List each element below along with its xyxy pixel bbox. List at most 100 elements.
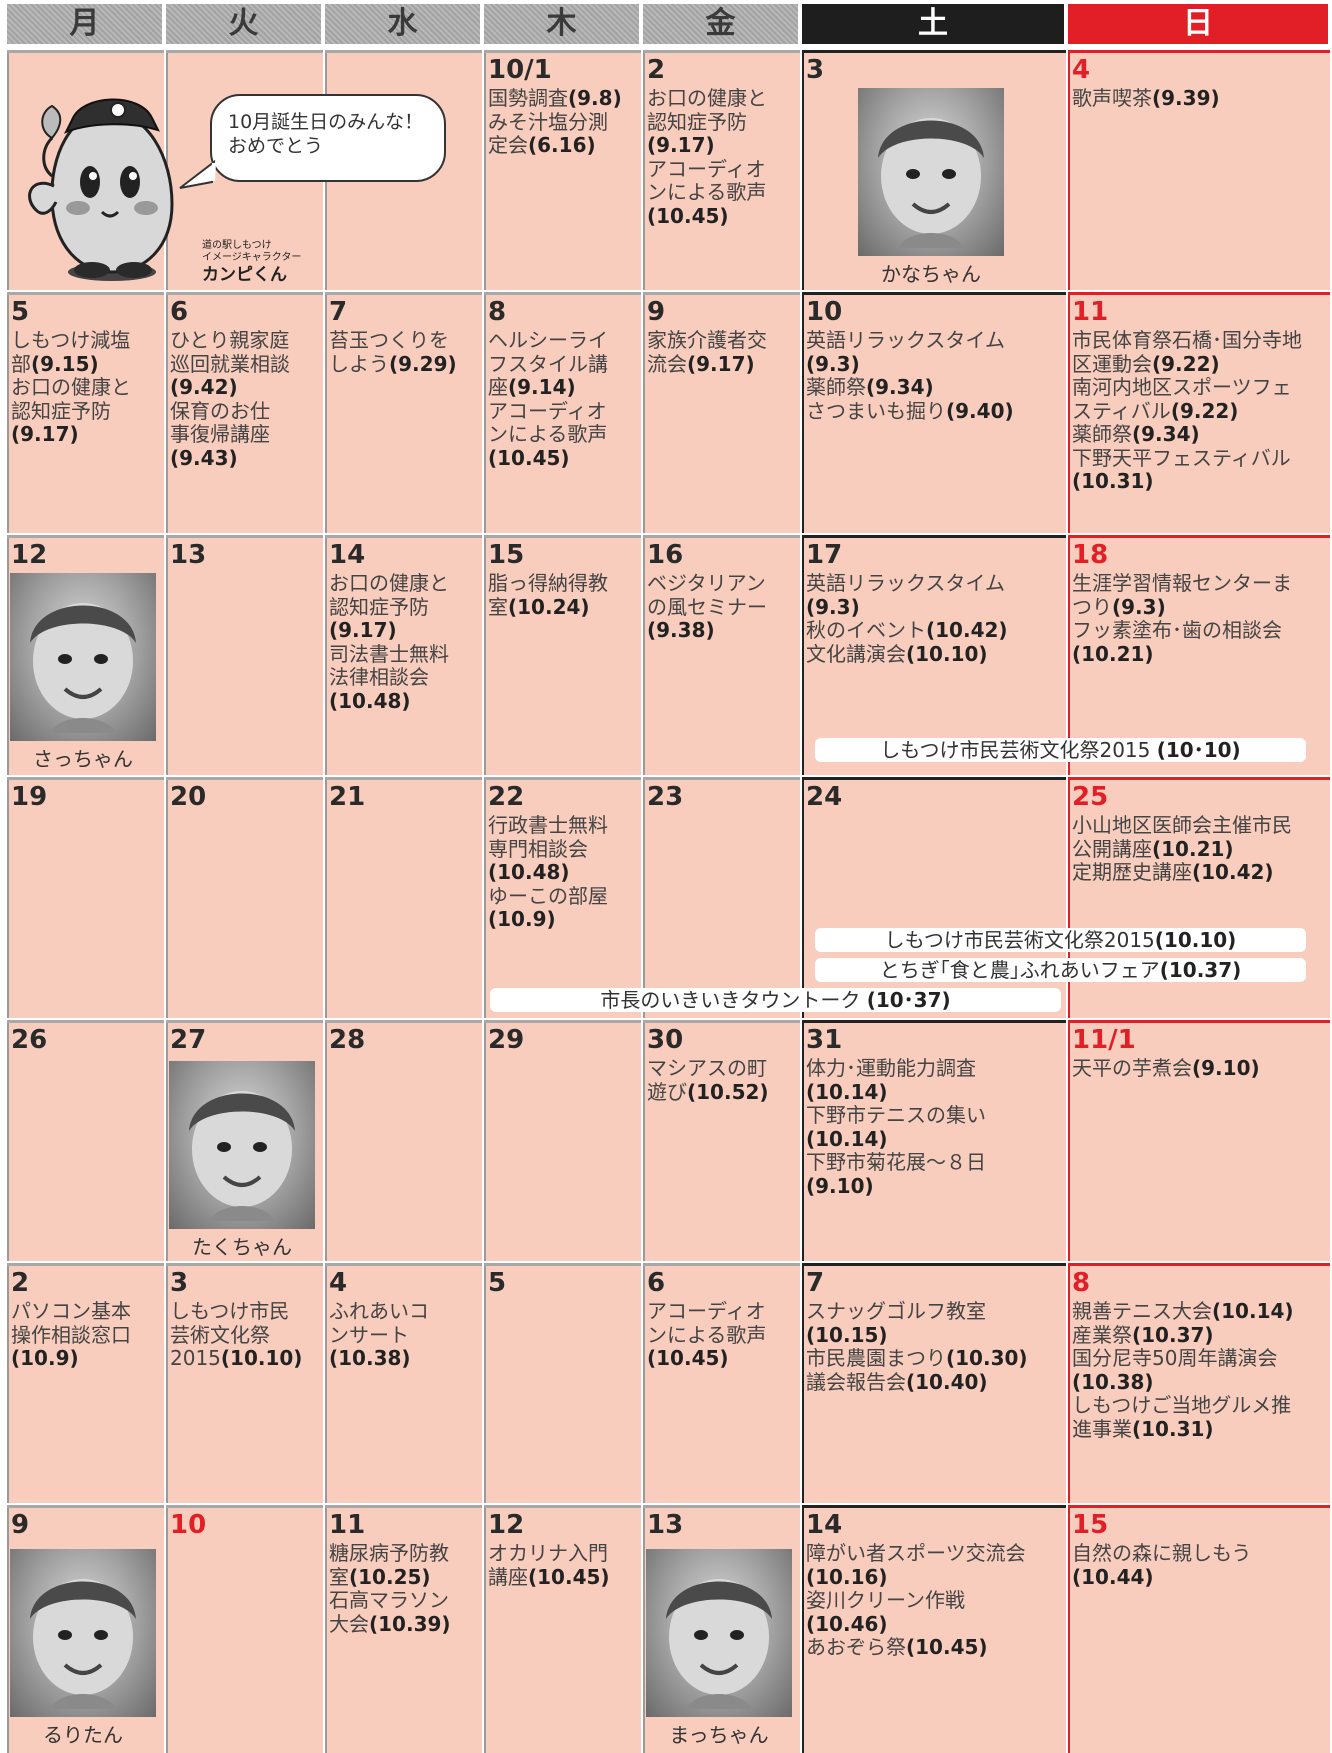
event-line: 操作相談窓口 — [11, 1322, 162, 1348]
event-line: アコーディオ — [488, 399, 639, 424]
event-title: 大会 — [329, 1611, 369, 1636]
event-list: 障がい者スポーツ交流会(10.16)姿川クリーン作戦(10.46)あおぞら祭(1… — [806, 1541, 1064, 1660]
day-cell: 5 — [484, 1263, 641, 1503]
event-code: (10.45) — [488, 445, 570, 470]
event-line: ンによる歌声 — [647, 1323, 798, 1348]
event-line: パソコン基本 — [11, 1299, 162, 1324]
event-title: マシアスの町 — [647, 1056, 767, 1080]
event-code: (10.38) — [329, 1346, 411, 1370]
event-line: (10.38) — [1072, 1370, 1328, 1395]
event-line: ンによる歌声 — [488, 422, 639, 447]
event-title: 芸術文化祭 — [170, 1322, 270, 1347]
event-line: 南河内地区スポーツフェ — [1072, 375, 1328, 400]
event-title: 下野天平フェスティバル — [1072, 445, 1291, 470]
day-number: 14 — [806, 1510, 843, 1540]
event-title: 文化講演会 — [806, 641, 906, 666]
event-line: 遊び(10.52) — [647, 1080, 798, 1105]
banner-title: 市長のいきいきタウントーク — [600, 988, 867, 1012]
day-number: 15 — [488, 540, 525, 570]
day-number: 11/1 — [1072, 1025, 1136, 1055]
event-code: (9.39) — [1152, 86, 1220, 110]
day-number: 2 — [11, 1268, 30, 1298]
event-list: お口の健康と認知症予防(9.17)アコーディオンによる歌声(10.45) — [647, 86, 798, 229]
event-list: ひとり親家庭巡回就業相談(9.42)保育のお仕事復帰講座(9.43) — [170, 328, 321, 470]
mascot-name: カンピくん — [202, 265, 287, 285]
event-line: フスタイル講 — [488, 352, 639, 377]
event-list: 体力･運動能力調査(10.14)下野市テニスの集い(10.14)下野市菊花展～８… — [806, 1056, 1064, 1199]
event-line: ベジタリアン — [647, 571, 798, 596]
event-line: (10.48) — [488, 860, 639, 885]
child-photo — [169, 1061, 315, 1229]
day-number: 11 — [329, 1510, 366, 1540]
event-title: ヘルシーライ — [488, 328, 608, 352]
day-cell: 19 — [7, 777, 164, 1018]
speech-bubble-line: おめでとう — [228, 135, 324, 157]
event-code: (10.45) — [647, 203, 729, 228]
event-line: 市民体育祭石橋･国分寺地 — [1072, 328, 1328, 353]
event-line: (10.45) — [647, 1346, 798, 1371]
event-title: お口の健康と — [647, 86, 767, 110]
event-line: (9.38) — [647, 618, 798, 643]
day-number: 10 — [806, 297, 843, 327]
event-code: (9.17) — [11, 422, 79, 446]
day-number: 8 — [488, 297, 507, 327]
day-number: 10/1 — [488, 55, 552, 85]
event-line: (9.17) — [647, 133, 798, 158]
event-code: (10.9) — [488, 907, 556, 931]
event-title: 薬師祭 — [1072, 422, 1132, 446]
event-line: あおぞら祭(10.45) — [806, 1635, 1064, 1660]
event-line: (9.3) — [806, 352, 1064, 377]
event-list: 自然の森に親しもう(10.44) — [1072, 1541, 1328, 1589]
event-title: 専門相談会 — [488, 836, 588, 861]
event-line: アコーディオ — [647, 157, 798, 182]
event-list: 国勢調査(9.8)みそ汁塩分測定会(6.16) — [488, 86, 639, 158]
event-line: 2015(10.10) — [170, 1346, 321, 1371]
event-code: (10.10) — [220, 1346, 303, 1370]
day-number: 11 — [1072, 297, 1109, 327]
event-line: (10.31) — [1072, 469, 1328, 494]
day-number: 6 — [647, 1268, 666, 1298]
event-list: 市民体育祭石橋･国分寺地区運動会(9.22)南河内地区スポーツフェスティバル(9… — [1072, 328, 1328, 494]
event-line: 脂っ得納得教 — [488, 571, 639, 596]
event-code: (10.46) — [806, 1611, 888, 1636]
event-list: 糖尿病予防教室(10.25)石高マラソン大会(10.39) — [329, 1541, 480, 1636]
event-code: (9.15) — [31, 351, 99, 376]
event-line: 司法書士無料 — [329, 642, 480, 667]
event-line: (10.15) — [806, 1323, 1064, 1348]
event-list: ベジタリアンの風セミナー(9.38) — [647, 571, 798, 643]
event-line: オカリナ入門 — [488, 1541, 639, 1566]
event-line: 法律相談会 — [329, 665, 480, 690]
day-number: 13 — [647, 1510, 684, 1540]
event-line: 議会報告会(10.40) — [806, 1370, 1064, 1395]
day-cell: 29 — [484, 1020, 641, 1261]
banner-title: とちぎ｢食と農｣ふれあいフェア — [879, 958, 1160, 982]
day-number: 25 — [1072, 782, 1109, 812]
event-code: (10.21) — [1152, 836, 1234, 861]
event-title: 英語リラックスタイム — [806, 571, 1005, 595]
event-line: スティバル(9.22) — [1072, 398, 1328, 424]
event-title: ひとり親家庭 — [170, 328, 290, 352]
event-title: 操作相談窓口 — [11, 1322, 131, 1347]
event-code: (9.22) — [1170, 398, 1239, 423]
event-code: (9.34) — [1132, 422, 1200, 446]
event-code: (10.30) — [946, 1346, 1028, 1370]
event-title: 天平の芋煮会 — [1072, 1056, 1192, 1080]
day-cell: 10 — [166, 1505, 323, 1753]
event-code: (10.21) — [1072, 641, 1154, 666]
event-line: 定会(6.16) — [488, 133, 639, 158]
event-line: ゆーこの部屋 — [488, 884, 639, 909]
event-title: 石高マラソン — [329, 1588, 449, 1612]
day-number: 9 — [11, 1510, 30, 1540]
event-list: しもつけ減塩部(9.15)お口の健康と認知症予防(9.17) — [11, 328, 162, 447]
event-line: 室(10.24) — [488, 595, 639, 620]
event-line: (9.10) — [806, 1174, 1064, 1199]
mascot-caption: 道の駅しもつけ — [202, 240, 272, 251]
event-line: ふれあいコ — [329, 1299, 480, 1324]
day-number: 5 — [11, 297, 30, 327]
speech-bubble-line: 10月誕生日のみんな！ — [228, 111, 424, 133]
event-line: (10.45) — [647, 203, 798, 229]
